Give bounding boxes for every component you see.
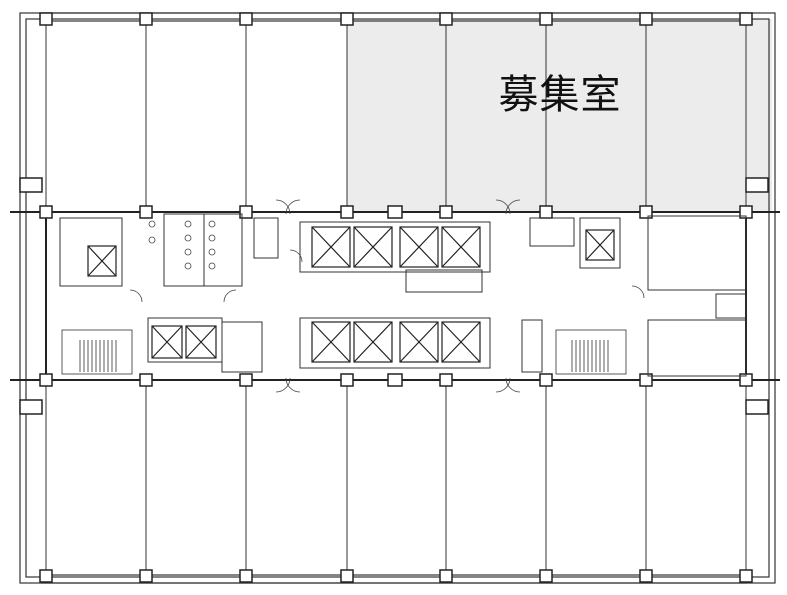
vacant-room-label: 募集室 <box>498 72 622 118</box>
interior-partitions <box>59 213 747 377</box>
structural-columns <box>19 12 769 583</box>
stairs <box>61 329 627 375</box>
elevator-shafts <box>87 226 615 363</box>
vacant-room-area[interactable] <box>347 19 772 212</box>
toilet-fixtures <box>148 220 216 270</box>
door-swings <box>129 199 645 393</box>
